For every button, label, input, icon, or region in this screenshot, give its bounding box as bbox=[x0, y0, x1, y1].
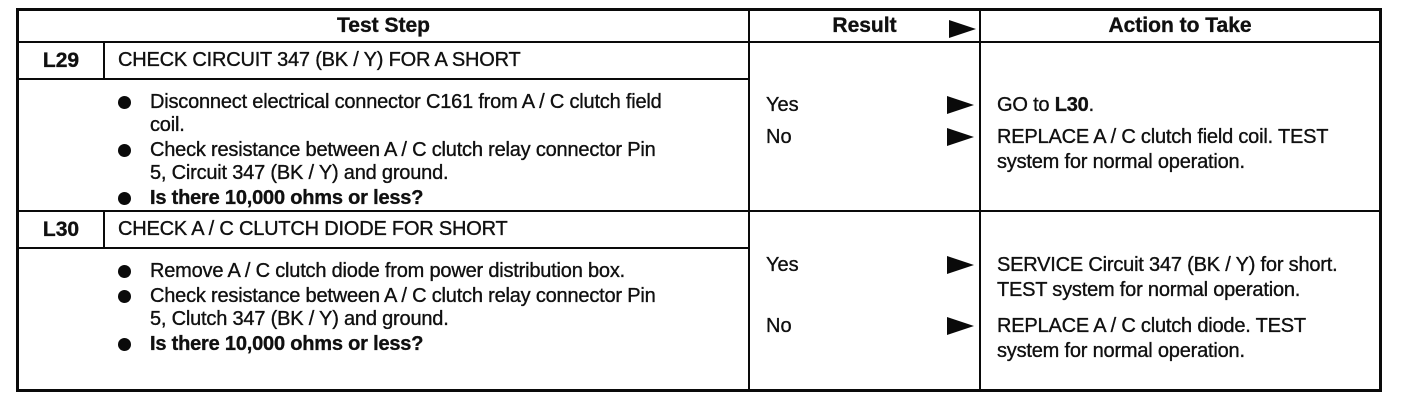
instruction-question: Is there 10,000 ohms or less? bbox=[114, 333, 670, 356]
result-label: No bbox=[766, 315, 792, 337]
result-arrow-icon bbox=[947, 96, 974, 114]
instruction-item: Remove A / C clutch diode from power dis… bbox=[114, 260, 670, 283]
action-cell: SERVICE Circuit 347 (BK / Y) for short. … bbox=[979, 253, 1379, 303]
result-row: No REPLACE A / C clutch diode. TEST syst… bbox=[750, 314, 1379, 364]
instruction-item: Disconnect electrical connector C161 fro… bbox=[114, 91, 670, 137]
header-result-label: Result bbox=[832, 14, 897, 37]
column-divider bbox=[979, 212, 981, 389]
result-row: No REPLACE A / C clutch field coil. TEST… bbox=[750, 125, 1379, 175]
result-row: Yes SERVICE Circuit 347 (BK / Y) for sho… bbox=[750, 253, 1379, 303]
action-text: GO to bbox=[997, 94, 1055, 116]
action-text: . bbox=[1088, 94, 1094, 116]
test-title-label: CHECK A / C CLUTCH DIODE FOR SHORT bbox=[118, 218, 508, 240]
action-cell: REPLACE A / C clutch diode. TEST system … bbox=[979, 314, 1379, 364]
result-arrow-icon bbox=[947, 256, 974, 274]
test-title-l29: CHECK CIRCUIT 347 (BK / Y) FOR A SHORT bbox=[105, 43, 750, 80]
result-arrow-icon bbox=[947, 128, 974, 146]
result-cell: No bbox=[750, 125, 979, 150]
result-label: Yes bbox=[766, 254, 799, 276]
test-id-label: L29 bbox=[42, 48, 80, 72]
header-action-to-take: Action to Take bbox=[981, 11, 1379, 43]
result-row: Yes GO to L30. bbox=[750, 93, 1379, 118]
action-text-bold: L30 bbox=[1054, 94, 1089, 116]
result-cell: Yes bbox=[750, 93, 979, 118]
test-title-label: CHECK CIRCUIT 347 (BK / Y) FOR A SHORT bbox=[118, 49, 521, 71]
instruction-list: Remove A / C clutch diode from power dis… bbox=[19, 260, 748, 356]
result-action-l29: Yes GO to L30. No REPLACE A / C clutch f… bbox=[750, 43, 1379, 212]
instruction-item: Check resistance between A / C clutch re… bbox=[114, 139, 670, 185]
result-arrow-icon bbox=[947, 317, 974, 335]
column-divider bbox=[979, 43, 981, 210]
action-cell: GO to L30. bbox=[979, 93, 1379, 118]
action-text: REPLACE A / C clutch field coil. TEST sy… bbox=[997, 126, 1328, 173]
action-cell: REPLACE A / C clutch field coil. TEST sy… bbox=[979, 125, 1379, 175]
header-action-label: Action to Take bbox=[1108, 14, 1252, 37]
result-action-l30: Yes SERVICE Circuit 347 (BK / Y) for sho… bbox=[750, 212, 1379, 389]
instruction-item: Check resistance between A / C clutch re… bbox=[114, 285, 670, 331]
pinpoint-test-table: Test Step Result Action to Take L29 CHEC… bbox=[16, 8, 1382, 392]
instruction-list: Disconnect electrical connector C161 fro… bbox=[19, 91, 748, 210]
test-id-l30: L30 bbox=[19, 212, 105, 249]
instruction-question: Is there 10,000 ohms or less? bbox=[114, 187, 670, 210]
action-text: REPLACE A / C clutch diode. TEST system … bbox=[997, 315, 1306, 362]
result-label: Yes bbox=[766, 94, 799, 116]
test-id-label: L30 bbox=[42, 217, 80, 241]
test-id-l29: L29 bbox=[19, 43, 105, 80]
header-test-step: Test Step bbox=[19, 11, 750, 43]
result-arrow-icon bbox=[949, 20, 976, 38]
header-test-step-label: Test Step bbox=[337, 14, 430, 37]
result-cell: Yes bbox=[750, 253, 979, 278]
action-text: SERVICE Circuit 347 (BK / Y) for short. … bbox=[997, 254, 1338, 301]
header-result: Result bbox=[750, 11, 981, 43]
result-cell: No bbox=[750, 314, 979, 339]
test-instructions-l30: Remove A / C clutch diode from power dis… bbox=[19, 249, 750, 389]
test-title-l30: CHECK A / C CLUTCH DIODE FOR SHORT bbox=[105, 212, 750, 249]
test-instructions-l29: Disconnect electrical connector C161 fro… bbox=[19, 80, 750, 212]
result-label: No bbox=[766, 126, 792, 148]
